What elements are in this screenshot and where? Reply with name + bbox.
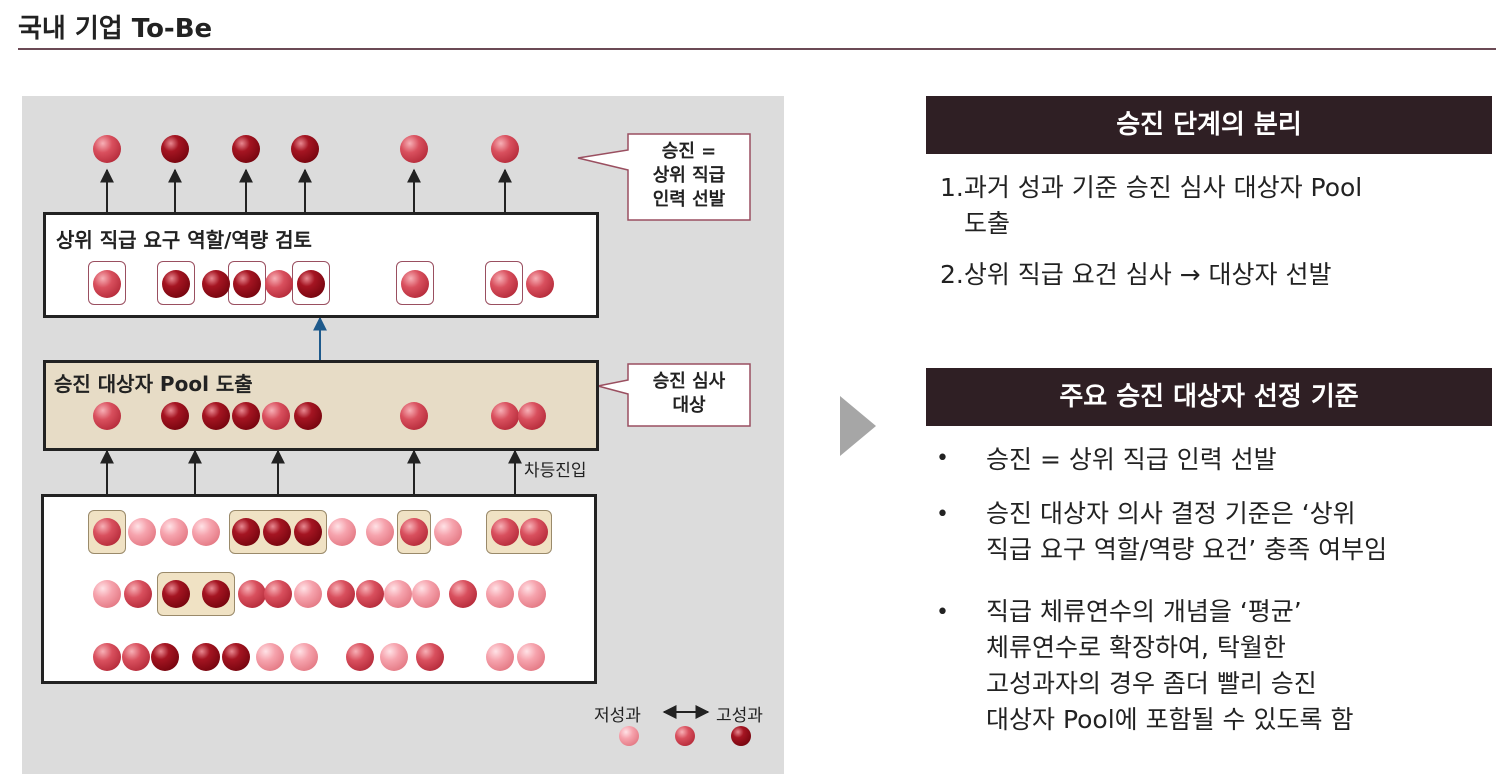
legend-high-label: 고성과 (716, 706, 763, 726)
selected-ball (93, 135, 121, 163)
candidate-ball (526, 270, 554, 298)
pool-ball (400, 402, 428, 430)
employee-ball (238, 580, 266, 608)
pool-ball (202, 402, 230, 430)
employee-ball (93, 518, 121, 546)
legend-low-label: 저성과 (594, 706, 641, 726)
employee-ball (128, 518, 156, 546)
employee-ball (400, 518, 428, 546)
bullet-icon: • (936, 502, 949, 527)
employee-ball (232, 518, 260, 546)
pool-ball (232, 402, 260, 430)
employee-ball (263, 518, 291, 546)
candidate-ball (490, 270, 518, 298)
employee-ball (192, 643, 220, 671)
candidate-ball (233, 270, 261, 298)
employee-ball (520, 518, 548, 546)
employee-ball (222, 643, 250, 671)
page-title: 국내 기업 To-Be (18, 14, 213, 44)
flow-chevron-icon (840, 396, 876, 456)
employee-ball (518, 580, 546, 608)
employee-ball (93, 643, 121, 671)
bullet-icon: • (936, 600, 949, 625)
employee-ball (366, 518, 394, 546)
fast-track-label: 차등진입 (524, 461, 587, 481)
pool-ball (93, 402, 121, 430)
employee-ball (346, 643, 374, 671)
employee-ball (517, 643, 545, 671)
callout-promotion-text: 승진 = 상위 직급 인력 선발 (652, 141, 726, 210)
pool-ball (518, 402, 546, 430)
candidate-ball (297, 270, 325, 298)
selected-ball (232, 135, 260, 163)
employee-ball (192, 518, 220, 546)
pool-ball (161, 402, 189, 430)
section2-bullet-3: 직급 체류연수의 개념을 ‘평균’ 체류연수로 확장하여, 탁월한 고성과자의 … (986, 597, 1354, 734)
employee-ball (486, 580, 514, 608)
employee-ball (412, 580, 440, 608)
employee-ball (449, 580, 477, 608)
legend-low-ball (619, 726, 639, 746)
employee-ball (290, 643, 318, 671)
employee-ball (384, 580, 412, 608)
employee-ball (93, 580, 121, 608)
pool-ball (491, 402, 519, 430)
section2-bullet-2: 승진 대상자 의사 결정 기준은 ‘상위 직급 요구 역할/역량 요건’ 충족 … (986, 499, 1388, 564)
bullet-icon: • (936, 446, 949, 471)
employee-ball (416, 643, 444, 671)
callout-review-bubble (597, 363, 751, 427)
employee-ball (491, 518, 519, 546)
employee-ball (124, 580, 152, 608)
candidate-ball (265, 270, 293, 298)
employee-ball (486, 643, 514, 671)
candidate-ball (93, 270, 121, 298)
selected-ball (161, 135, 189, 163)
legend-mid-ball (675, 726, 695, 746)
section1-item-1: 1.과거 성과 기준 승진 심사 대상자 Pool 도출 (940, 173, 1363, 238)
role-review-label: 상위 직급 요구 역할/역량 검토 (56, 228, 312, 252)
pool-ball (294, 402, 322, 430)
employee-ball (380, 643, 408, 671)
selected-ball (491, 135, 519, 163)
employee-ball (327, 580, 355, 608)
title-divider (18, 48, 1496, 50)
candidate-ball (202, 270, 230, 298)
callout-promotion-bubble (577, 133, 751, 221)
employee-ball (256, 643, 284, 671)
employee-ball (328, 518, 356, 546)
callout-review-text: 승진 심사 대상 (652, 371, 726, 416)
employee-ball (294, 580, 322, 608)
employee-ball (122, 643, 150, 671)
pool-ball (262, 402, 290, 430)
top-arrows (100, 168, 512, 212)
employee-ball (356, 580, 384, 608)
employee-ball (434, 518, 462, 546)
section1-header: 승진 단계의 분리 (926, 96, 1492, 154)
employee-ball (202, 580, 230, 608)
section1-item-2: 2.상위 직급 요건 심사 → 대상자 선발 (940, 260, 1332, 289)
legend-high-ball (731, 726, 751, 746)
employee-ball (294, 518, 322, 546)
section2-bullet-1: 승진 = 상위 직급 인력 선발 (986, 445, 1277, 474)
candidate-pool-label: 승진 대상자 Pool 도출 (54, 372, 253, 396)
employee-ball (162, 580, 190, 608)
employee-ball (264, 580, 292, 608)
selected-ball (400, 135, 428, 163)
section2-header: 주요 승진 대상자 선정 기준 (926, 368, 1492, 426)
employee-ball (160, 518, 188, 546)
selected-ball (291, 135, 319, 163)
candidate-ball (401, 270, 429, 298)
employee-ball (151, 643, 179, 671)
candidate-ball (162, 270, 190, 298)
